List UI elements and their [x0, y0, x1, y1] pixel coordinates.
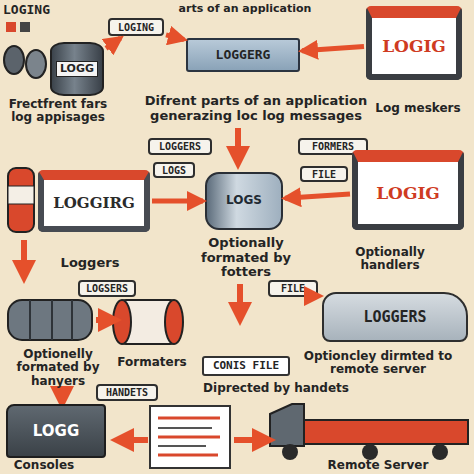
node-text: LOGGERS [159, 141, 201, 152]
tag-box: LOGSERS [78, 280, 136, 297]
log-cylinder: LOGG [50, 42, 104, 96]
node-text: LOGS [162, 165, 186, 176]
caption-text: Frectfrent fars log appisages [2, 98, 114, 125]
caption-text: Loggers [50, 256, 130, 271]
caption-text: Optionelly formated by hanyers [2, 348, 114, 388]
flow-arrow [285, 194, 350, 198]
caption-text: Diprected by handets [196, 382, 356, 395]
flow-arrow [166, 35, 184, 40]
flow-arrow [302, 47, 364, 51]
monitor-screen: LOGIG [352, 150, 464, 230]
monitor-screen: LOGIG [366, 6, 462, 80]
log-cylinder [8, 168, 34, 232]
caption-text: Optionally formated by fotters [176, 236, 316, 280]
diagram-title: LOGING [3, 3, 73, 18]
log-spool [113, 300, 183, 344]
log-rolls [8, 300, 92, 340]
tag-box: FILE [300, 166, 348, 182]
flow-arrow [106, 38, 121, 48]
delivery-van: LOGGERS [322, 292, 468, 342]
node-text: LOGG [33, 423, 79, 440]
tag-box: LOGS [153, 162, 195, 178]
node-text: LOGG [56, 61, 98, 77]
file-box: CONIS FILE [202, 356, 290, 376]
node-text: LOGGIRG [53, 195, 135, 212]
node-text: HANDETS [106, 387, 148, 398]
node-text: LOGIG [382, 37, 446, 56]
node-text: LOGING [118, 22, 154, 33]
node-text: FORMERS [312, 141, 354, 152]
server-box: LOGGERG [186, 38, 300, 72]
node-text: CONIS FILE [213, 360, 279, 372]
caption-text: Consoles [4, 459, 84, 472]
node-text: FILE [312, 169, 336, 180]
tag-box: LOGING [108, 18, 164, 36]
log-document [150, 406, 230, 468]
node-text: LOGGERS [363, 309, 426, 326]
node-text: LOGGERG [216, 48, 271, 62]
tag-box: HANDETS [96, 384, 158, 401]
caption-text: Log meskers [370, 102, 466, 115]
flow-arrow [152, 199, 203, 204]
caption-text: Formaters [112, 356, 192, 369]
laptop-screen: LOGGIRG [38, 170, 150, 232]
caption-text: Optionally handlers [338, 246, 442, 273]
caption-text: Remote Server [318, 459, 438, 472]
node-text: LOGS [226, 194, 262, 207]
caption-text: Optioncley dirmted to remote server [298, 350, 458, 377]
node-text: FILE [281, 283, 305, 294]
tool-icons [4, 22, 46, 78]
node-text: LOGIG [376, 184, 440, 203]
caption-text: Difrent parts of an application generazi… [138, 94, 374, 123]
tag-box: FILE [268, 280, 318, 297]
log-scroll: LOGS [205, 172, 283, 230]
remote-truck [270, 404, 468, 460]
log-truck: LOGG [6, 404, 106, 458]
node-text: LOGSERS [86, 283, 128, 294]
tag-box: LOGGERS [148, 138, 212, 155]
caption-text: arts of an application [160, 3, 330, 15]
